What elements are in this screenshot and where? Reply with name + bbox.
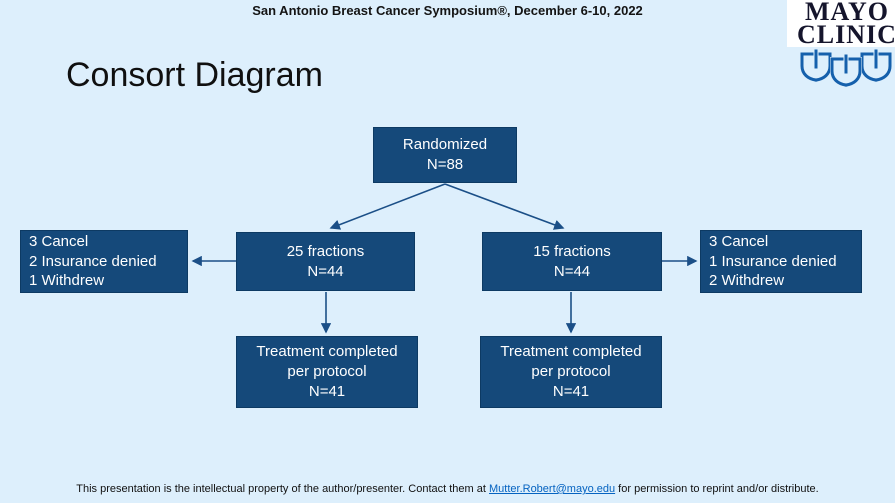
mayo-clinic-logo: MAYO CLINIC [781,0,895,91]
flowbox-line: per protocol [531,363,611,381]
flowbox-25-fractions: 25 fractions N=44 [236,232,415,291]
flowbox-line: 2 Insurance denied [29,252,157,270]
flowbox-line: 1 Insurance denied [709,252,837,270]
flowbox-line: 3 Cancel [709,232,769,250]
mayo-three-shields-icon [800,49,892,89]
flowbox-line: per protocol [287,363,367,381]
arrow-randomized-to-15fractions [444,183,565,230]
arrow-randomized-to-25fractions [329,183,446,230]
symposium-header: San Antonio Breast Cancer Symposium®, De… [252,3,643,18]
mayo-wordmark-line1: MAYO [805,0,889,26]
contact-email-link[interactable]: Mutter.Robert@mayo.edu [489,483,616,495]
flowbox-line: N=88 [426,156,464,173]
flowbox-line: 3 Cancel [29,232,89,250]
flowbox-completed-right: Treatment completed per protocol N=41 [480,336,662,408]
flowbox-line: Treatment completed [500,343,642,361]
flowbox-completed-left: Treatment completed per protocol N=41 [236,336,418,408]
copyright-footer: This presentation is the intellectual pr… [0,483,895,495]
flowbox-randomized: Randomized N=88 [373,127,517,183]
page-title: Consort Diagram [66,56,323,94]
flowbox-line: N=44 [553,262,591,280]
flowbox-dropout-right: 3 Cancel 1 Insurance denied 2 Withdrew [700,230,862,293]
mayo-clinic-wordmark: MAYO CLINIC [787,0,895,47]
flowbox-line: Randomized [402,136,488,154]
flowbox-line: 1 Withdrew [29,272,105,290]
mayo-wordmark-line2: CLINIC [797,19,895,49]
flowbox-line: 25 fractions [286,242,365,260]
flowbox-line: 15 fractions [533,242,611,260]
flowbox-dropout-left: 3 Cancel 2 Insurance denied 1 Withdrew [20,230,188,293]
flowbox-15-fractions: 15 fractions N=44 [482,232,662,291]
flowbox-line: 2 Withdrew [709,272,785,290]
flowbox-line: N=44 [307,262,344,280]
flowbox-line: N=41 [308,382,346,400]
flowbox-line: Treatment completed [256,343,398,361]
flowbox-line: N=41 [552,382,590,400]
footer-text-suffix: for permission to reprint and/or distrib… [615,483,819,495]
footer-text-prefix: This presentation is the intellectual pr… [76,483,489,495]
